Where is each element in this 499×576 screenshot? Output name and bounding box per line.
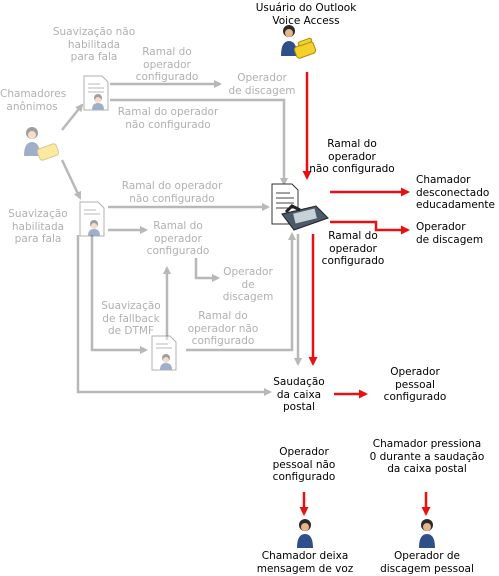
caller-disconnected-label: Chamador desconectado educadamente	[416, 174, 496, 211]
dtmf-fallback-label: Suavização de fallback de DTMF	[101, 300, 161, 337]
ext-configured-2-label: Ramal do operador configurado	[146, 220, 210, 257]
edge-center-to-opdial	[330, 220, 410, 235]
personal-dial-op-label: Operador de discagem pessoal	[380, 550, 474, 575]
ext-configured-red-label: Ramal do operador configurado	[321, 230, 385, 267]
op-dial-1-label: Operador de discagem	[228, 72, 296, 97]
personal-op-not-configured-label: Operador pessoal não configurado	[272, 446, 336, 483]
edge-enabled-to-dtmf	[90, 235, 148, 354]
outlook-user-label: Usuário do Outlook Voice Access	[255, 2, 357, 27]
edge-dtmf-to-center	[186, 232, 296, 352]
person-icon	[297, 519, 313, 548]
edge-enabled-to-mailbox	[76, 235, 272, 396]
phone-person-icon	[24, 127, 60, 161]
document-person-icon	[83, 75, 109, 111]
mailbox-greeting-label: Saudação da caixa postal	[273, 376, 325, 413]
ext-not-configured-3-label: Ramal do operador não configurado	[187, 310, 259, 347]
document-person-icon	[79, 201, 105, 237]
document-person-icon	[151, 335, 177, 371]
edge-anon-to-speech-disabled	[61, 103, 84, 131]
anon-callers-label: Chamadores anônimos	[0, 88, 67, 113]
edge-anon-to-speech-enabled	[60, 159, 82, 200]
voice-message-label: Chamador deixa mensagem de voz	[256, 550, 354, 575]
person-phone-icon	[281, 25, 317, 59]
ext-configured-1-label: Ramal do operador configurado	[135, 46, 199, 83]
ext-not-configured-2-label: Ramal do operador não configurado	[121, 180, 223, 205]
ext-not-configured-1-label: Ramal do operador não configurado	[117, 106, 219, 131]
ext-not-configured-red-label: Ramal do operador não configurado	[309, 138, 395, 175]
press-zero-label: Chamador pressiona 0 durante a saudação …	[369, 438, 485, 475]
op-dial-2-label: Operador de discagem	[222, 266, 274, 303]
speech-disabled-label: Suavização não habilitada para fala	[52, 26, 136, 63]
personal-op-configured-label: Operador pessoal configurado	[383, 366, 447, 403]
person-icon	[419, 519, 435, 548]
speech-enabled-label: Suavização habilitada para fala	[8, 208, 68, 245]
edge-disabled-to-center	[110, 98, 288, 186]
document-phone-icon	[271, 183, 329, 231]
op-dial-right-label: Operador de discagem	[416, 221, 484, 246]
edge-to-opdial-2	[194, 258, 220, 282]
